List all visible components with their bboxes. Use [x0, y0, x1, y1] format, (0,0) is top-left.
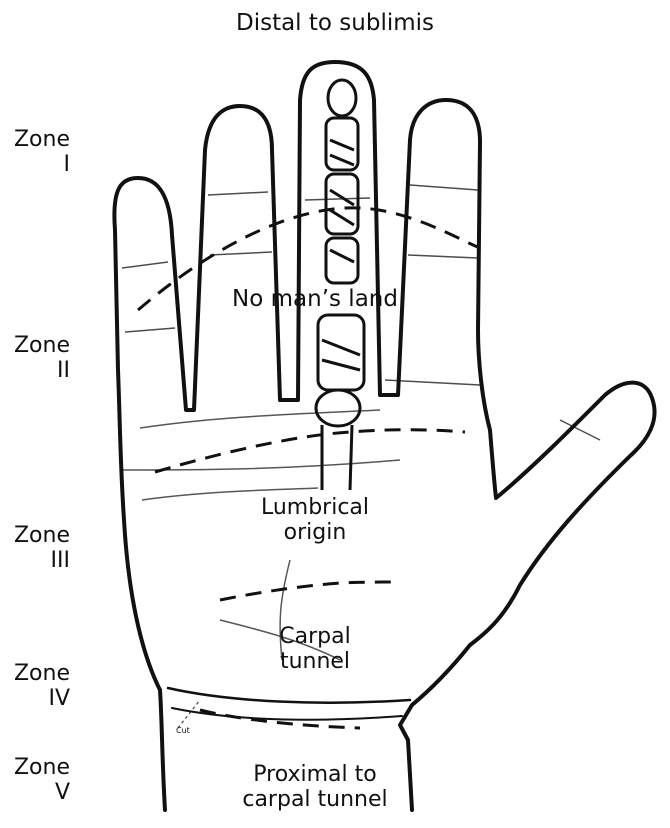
zone-4-label: Zone IV — [0, 661, 70, 712]
lumbrical-line-2: origin — [283, 520, 347, 546]
boundary-zone-4-5 — [199, 708, 361, 730]
no-mans-land-label: No man’s land — [232, 286, 398, 312]
zone-numeral: IV — [48, 686, 70, 712]
small-cut-label: Cut — [176, 726, 190, 735]
proximal-to-carpal-tunnel-label: Proximal to carpal tunnel — [190, 762, 440, 813]
boundary-zone-1-2 — [137, 206, 481, 312]
proximal-line-2: carpal tunnel — [242, 787, 388, 813]
zone-5-label: Zone V — [0, 755, 70, 806]
hand-outline — [112, 60, 657, 812]
finger-bones — [314, 78, 366, 491]
zone-2-label: Zone II — [0, 333, 70, 384]
wrist-fold-lower — [171, 707, 403, 721]
zone-1-label: Zone I — [0, 127, 70, 178]
zone-3-label: Zone III — [0, 523, 70, 574]
zone-numeral: II — [57, 358, 70, 384]
lumbrical-line-1: Lumbrical — [260, 495, 370, 520]
carpal-tunnel-label: Carpal tunnel — [200, 624, 430, 675]
zone-numeral: I — [63, 152, 71, 178]
zone-word: Zone — [13, 333, 70, 358]
carpal-line-2: tunnel — [279, 649, 351, 675]
zone-numeral: III — [50, 548, 70, 574]
zone-word: Zone — [13, 661, 70, 686]
palm-creases — [119, 409, 401, 661]
wrist-left — [158, 688, 167, 812]
lumbrical-origin-label: Lumbrical origin — [200, 495, 430, 546]
proximal-line-1: Proximal to — [253, 762, 377, 787]
boundary-zone-3-4 — [219, 580, 396, 602]
boundary-zone-2-3 — [154, 428, 466, 474]
leader-lines — [177, 699, 201, 729]
zone-word: Zone — [13, 523, 70, 548]
carpal-line-1: Carpal — [279, 624, 351, 649]
title-distal-to-sublimis: Distal to sublimis — [235, 10, 434, 36]
zone-word: Zone — [13, 127, 70, 152]
wrist-fold — [166, 686, 412, 704]
zone-numeral: V — [54, 780, 70, 806]
zone-word: Zone — [13, 755, 70, 780]
zone-boundaries — [137, 206, 481, 730]
finger-creases — [121, 184, 601, 441]
